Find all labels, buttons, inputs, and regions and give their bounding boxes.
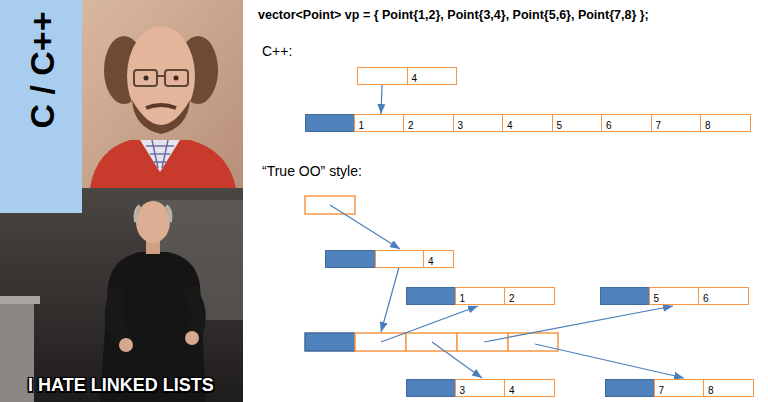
header-cell bbox=[406, 379, 456, 397]
cell-value: 3 bbox=[456, 383, 466, 396]
cell-value: 4 bbox=[503, 118, 513, 131]
cell-value: 4 bbox=[408, 71, 418, 84]
value-cell: 1 bbox=[455, 287, 506, 305]
cell-value: 4 bbox=[424, 254, 434, 267]
value-cell: 4 bbox=[502, 114, 553, 132]
value-cell: 6 bbox=[601, 114, 652, 132]
cell-value: 2 bbox=[505, 291, 515, 304]
code-line: vector<Point> vp = { Point{1,2}, Point{3… bbox=[258, 8, 649, 22]
speaker-head bbox=[136, 201, 170, 243]
speaker-hair bbox=[136, 206, 171, 222]
cell-value: 5 bbox=[650, 291, 660, 304]
speaker-hand bbox=[119, 338, 133, 352]
pointer-arrows bbox=[330, 205, 684, 378]
header-cell bbox=[325, 250, 376, 268]
pointer-cell bbox=[357, 67, 408, 85]
value-cell: 4 bbox=[407, 67, 457, 85]
memory-block: 1 2 3 4 5 6 7 8 bbox=[305, 114, 751, 132]
value-cell: 8 bbox=[700, 114, 751, 132]
section-heading: “True OO” style: bbox=[262, 163, 362, 179]
value-cell: 6 bbox=[698, 287, 749, 305]
glasses-bridge bbox=[157, 75, 165, 77]
cell-value: 1 bbox=[355, 118, 365, 131]
check-pattern bbox=[146, 140, 174, 168]
beard bbox=[132, 100, 190, 134]
speaker-arm bbox=[105, 285, 132, 345]
cell-value: 8 bbox=[704, 383, 714, 396]
glasses bbox=[165, 70, 188, 86]
header-cell bbox=[305, 333, 355, 351]
pointer-arrow bbox=[381, 260, 401, 332]
header-cell bbox=[305, 114, 355, 132]
pointer-structure bbox=[305, 196, 684, 378]
value-cell: 2 bbox=[403, 114, 454, 132]
value-cell: 7 bbox=[651, 114, 702, 132]
cell-value: 1 bbox=[456, 291, 466, 304]
pointer-cell bbox=[406, 333, 457, 351]
header-cell bbox=[406, 287, 456, 305]
speaker-hand bbox=[185, 331, 199, 345]
cell-value: 7 bbox=[652, 118, 662, 131]
cell-value: 4 bbox=[505, 383, 515, 396]
memory-block: 12 bbox=[406, 287, 555, 305]
cell-value: 8 bbox=[701, 118, 711, 131]
value-cell: 4 bbox=[423, 250, 454, 268]
header-cell bbox=[605, 379, 655, 397]
pointer-cell bbox=[375, 250, 425, 268]
value-cell: 1 bbox=[354, 114, 405, 132]
cell-value: 7 bbox=[655, 383, 665, 396]
pointer-cell bbox=[457, 333, 508, 351]
memory-block: 78 bbox=[605, 379, 754, 397]
cell-value: 6 bbox=[602, 118, 612, 131]
eye bbox=[144, 76, 149, 81]
portrait-photo bbox=[82, 0, 243, 188]
cell-value: 2 bbox=[404, 118, 414, 131]
photo-ground bbox=[0, 188, 243, 402]
memory-block: 4 bbox=[325, 250, 454, 268]
value-cell: 4 bbox=[504, 379, 555, 397]
cell-value: 3 bbox=[454, 118, 464, 131]
photo-ground bbox=[82, 0, 243, 188]
pointer-arrow bbox=[381, 85, 382, 114]
section-heading: C++: bbox=[262, 43, 292, 59]
cell-value: 6 bbox=[699, 291, 709, 304]
value-cell: 3 bbox=[453, 114, 504, 132]
pointer-arrow bbox=[484, 306, 673, 342]
memory-block: 56 bbox=[600, 287, 749, 305]
meme-caption: I HATE LINKED LISTS bbox=[28, 376, 214, 394]
red-shirt bbox=[90, 140, 236, 188]
value-cell: 7 bbox=[654, 379, 705, 397]
language-tag: C / C++ bbox=[24, 11, 58, 128]
pointer-arrow bbox=[381, 306, 478, 342]
memory-block: 34 bbox=[406, 379, 555, 397]
podium-top bbox=[0, 296, 40, 304]
value-cell: 5 bbox=[552, 114, 603, 132]
value-cell: 8 bbox=[703, 379, 754, 397]
moustache bbox=[146, 105, 176, 108]
pointer-arrow bbox=[535, 344, 684, 378]
side-bar bbox=[0, 0, 82, 213]
glasses bbox=[134, 70, 157, 86]
memory-block: 4 bbox=[357, 67, 457, 85]
stage-photo bbox=[0, 188, 243, 402]
checked-collar bbox=[140, 140, 180, 172]
cell-value: 5 bbox=[553, 118, 563, 131]
pointer-arrow bbox=[432, 342, 482, 378]
eye bbox=[174, 76, 179, 81]
value-cell: 3 bbox=[455, 379, 506, 397]
value-cell: 5 bbox=[649, 287, 700, 305]
pointer-arrow bbox=[330, 205, 400, 249]
value-cell: 2 bbox=[504, 287, 555, 305]
header-cell bbox=[600, 287, 650, 305]
